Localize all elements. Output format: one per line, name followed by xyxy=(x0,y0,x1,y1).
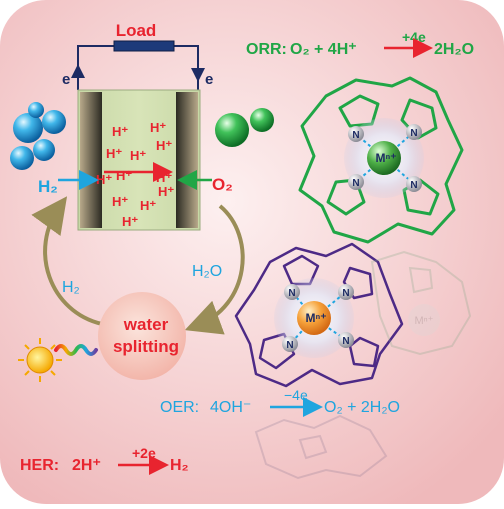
oer-over-arrow-label: −4e xyxy=(284,387,308,403)
purple-porphyrin-complex: N N N N Mⁿ⁺ xyxy=(234,242,404,388)
orr-name: ORR: xyxy=(246,41,287,58)
green-n-label: N xyxy=(410,180,417,191)
load-resistor xyxy=(113,40,175,52)
fuel-cell: Load e e H⁺ H⁺ H⁺ H⁺ H⁺ H⁺ H⁺ H⁺ H⁺ H⁺ H… xyxy=(38,21,233,231)
purple-n-label: N xyxy=(342,288,349,299)
oer-name: OER: xyxy=(160,399,199,416)
green-porphyrin-complex: N N N N Mⁿ⁺ xyxy=(298,76,464,244)
o2-input-label: O₂ xyxy=(212,175,233,194)
orr-products: 2H₂O xyxy=(434,41,474,58)
purple-metal-label: Mⁿ⁺ xyxy=(305,311,326,325)
cathode-electrode xyxy=(176,92,198,228)
proton-label: H⁺ xyxy=(116,168,132,183)
orr-reactants: O₂ + 4H⁺ xyxy=(290,41,357,58)
proton-label: H⁺ xyxy=(112,124,128,139)
water-splitting-sphere xyxy=(98,292,186,380)
proton-label: H⁺ xyxy=(130,148,146,163)
proton-label: H⁺ xyxy=(106,146,122,161)
sun-icon xyxy=(18,338,62,382)
proton-label: H⁺ xyxy=(112,194,128,209)
purple-n-label: N xyxy=(288,288,295,299)
purple-n-label: N xyxy=(342,336,349,347)
reflection-metal-label: Mⁿ⁺ xyxy=(415,315,434,327)
her-equation: HER: 2H⁺ +2e H₂ xyxy=(20,445,189,475)
proton-label: H⁺ xyxy=(140,198,156,213)
hydrogen-molecules-icon xyxy=(10,102,66,170)
cycle-h2o-label: H₂O xyxy=(192,263,222,280)
orr-over-arrow-label: +4e xyxy=(402,29,426,45)
proton-label: H⁺ xyxy=(150,120,166,135)
water-splitting-line2: splitting xyxy=(113,337,179,356)
green-n-label: N xyxy=(410,128,417,139)
h2-return-arrow-icon xyxy=(31,196,103,326)
green-n-label: N xyxy=(352,130,359,141)
light-wave-icon xyxy=(54,344,98,356)
proton-label: H⁺ xyxy=(122,214,138,229)
her-over-arrow-label: +2e xyxy=(132,445,156,461)
orr-equation: ORR: O₂ + 4H⁺ +4e 2H₂O xyxy=(246,29,474,58)
load-label: Load xyxy=(116,21,157,40)
proton-labels: H⁺ H⁺ H⁺ H⁺ H⁺ H⁺ H⁺ H⁺ H⁺ H⁺ H⁺ H⁺ xyxy=(96,120,174,229)
purple-metal-center xyxy=(297,301,331,335)
purple-n-label: N xyxy=(286,340,293,351)
her-name: HER: xyxy=(20,457,59,474)
green-metal-label: Mⁿ⁺ xyxy=(375,151,396,165)
oer-equation: OER: 4OH⁻ −4e O₂ + 2H₂O xyxy=(160,387,400,417)
purple-complex-reflection xyxy=(254,414,388,480)
oxygen-molecules-icon xyxy=(215,108,274,147)
proton-label: H⁺ xyxy=(156,138,172,153)
oer-products: O₂ + 2H₂O xyxy=(324,399,400,416)
proton-label: H⁺ xyxy=(96,172,112,187)
green-n-label: N xyxy=(352,178,359,189)
water-splitting-line1: water xyxy=(123,315,169,334)
electron-right-label: e xyxy=(205,71,213,88)
green-complex-reflection: Mⁿ⁺ xyxy=(370,250,472,356)
cycle-h2-label: H₂ xyxy=(62,279,80,296)
oer-reactants: 4OH⁻ xyxy=(210,399,251,416)
her-products: H₂ xyxy=(170,457,189,474)
green-metal-center xyxy=(367,141,401,175)
her-reactants: 2H⁺ xyxy=(72,457,101,474)
electron-left-label: e xyxy=(62,71,70,88)
proton-label: H⁺ xyxy=(158,184,174,199)
anode-electrode xyxy=(80,92,102,228)
h2-input-label: H₂ xyxy=(38,177,58,196)
h2o-return-arrow-icon xyxy=(184,204,245,335)
